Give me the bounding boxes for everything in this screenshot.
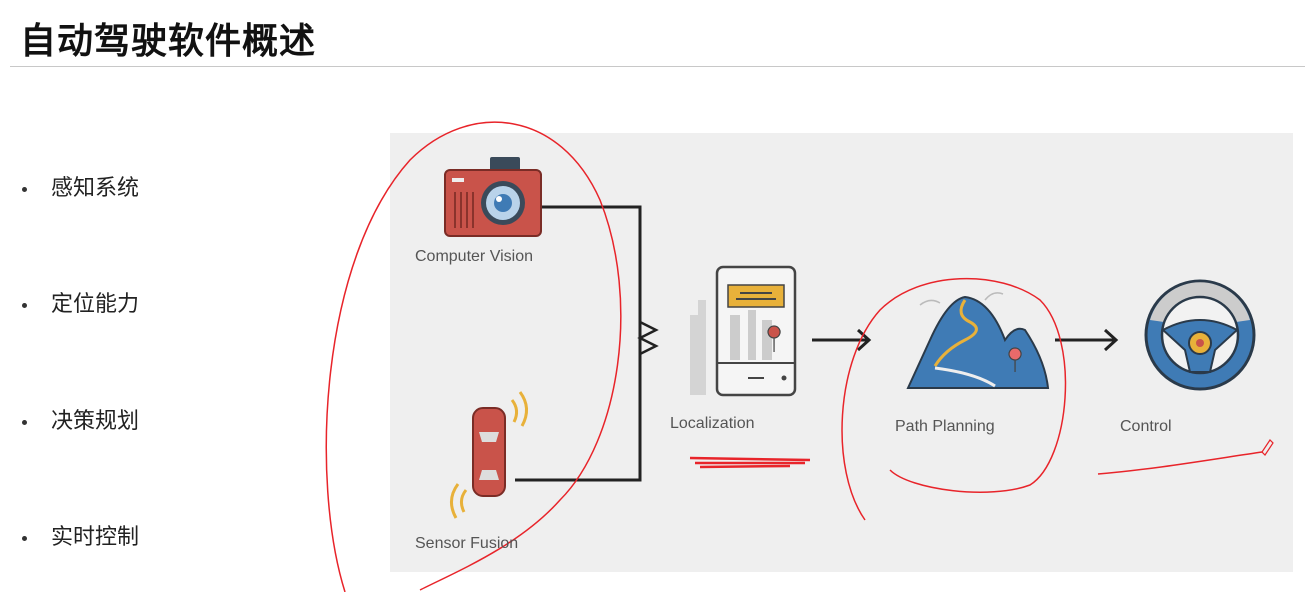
camera-icon: [444, 157, 542, 237]
slide-title: 自动驾驶软件概述: [20, 21, 317, 62]
bullet-icon: [22, 419, 27, 425]
node-label-sensor-fusion: Sensor Fusion: [415, 535, 519, 552]
title-divider: [10, 66, 1305, 67]
connector-lines: [515, 205, 659, 482]
arrow-icon: [812, 328, 872, 352]
car-sensor-icon: [450, 391, 528, 519]
pen-cursor-icon: [1261, 439, 1274, 456]
node-label-path-planning: Path Planning: [895, 418, 995, 435]
bullet-item: 感知系统: [22, 170, 139, 202]
bullet-item: 定位能力: [22, 286, 139, 318]
path-planning-mountain-icon: [906, 292, 1050, 389]
bullet-text: 感知系统: [51, 176, 140, 201]
node-label-computer-vision: Computer Vision: [415, 248, 533, 265]
hand-annotations: [325, 121, 1274, 592]
node-label-localization: Localization: [670, 415, 755, 432]
steering-wheel-icon: [1144, 279, 1256, 391]
bullet-item: 决策规划: [22, 403, 139, 435]
bullet-text: 定位能力: [51, 292, 140, 317]
bullet-item: 实时控制: [22, 519, 139, 551]
bullet-icon: [22, 535, 27, 541]
bullet-text: 决策规划: [51, 409, 140, 434]
localization-phone-icon: [690, 265, 797, 397]
node-label-control: Control: [1120, 418, 1172, 435]
arrow-icon: [1055, 328, 1119, 352]
bullet-text: 实时控制: [51, 525, 140, 550]
bullet-icon: [22, 186, 27, 192]
bullet-icon: [22, 302, 27, 308]
